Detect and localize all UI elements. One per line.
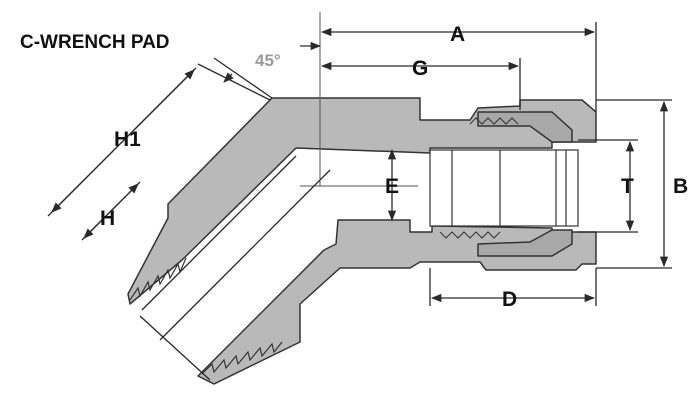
nut-threads [439,117,519,239]
lower-body-section [197,219,597,385]
dimension-label-b: B [673,175,688,198]
angle-label: 45° [255,51,281,70]
dimension-label-t: T [621,175,634,198]
c-wrench-pad-leader [213,57,273,99]
lower-pipe-thread [201,341,283,375]
c-wrench-pad-label: C-WRENCH PAD [20,32,170,53]
lower-nut-detail [477,229,573,257]
tube-bore [429,149,579,227]
dim-line-h1 [51,69,195,213]
dimension-label-h: H [100,207,115,230]
dimension-label-a: A [450,23,465,46]
dimension-label-e: E [385,175,399,198]
dimension-label-h1: H1 [114,128,141,151]
fitting-body [127,97,597,385]
dim-line-h [83,183,139,239]
bore-channel [429,149,579,227]
dimension-lines [47,22,672,381]
centerline [300,12,418,187]
dimension-label-d: D [502,288,517,311]
dimension-label-g: G [412,57,428,80]
upper-pipe-thread [129,257,187,301]
